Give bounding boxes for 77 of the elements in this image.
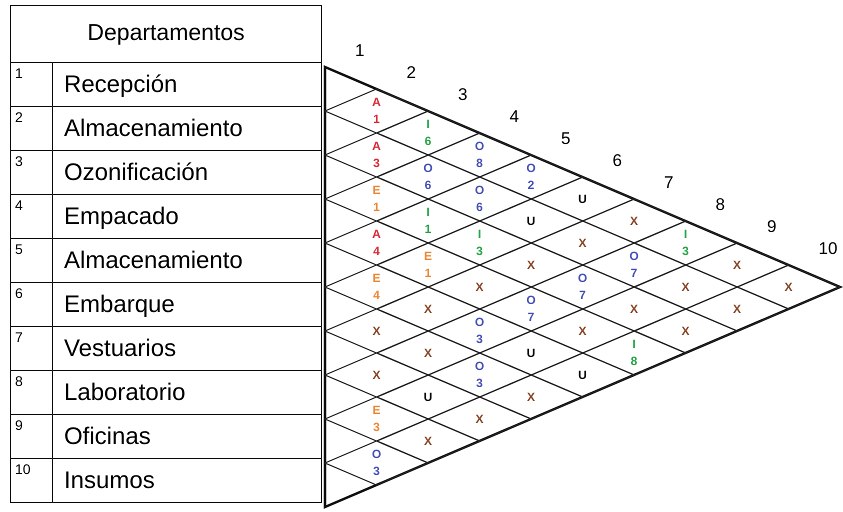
relationship-code: X xyxy=(422,432,433,450)
relationship-code: O 7 xyxy=(628,248,640,282)
column-number: 3 xyxy=(458,85,468,105)
relationship-code: X xyxy=(628,212,639,230)
relationship-code: E 1 xyxy=(422,248,433,282)
row-number: 2 xyxy=(15,109,23,125)
row-number: 10 xyxy=(15,461,31,477)
column-number: 4 xyxy=(510,107,519,127)
relationship-code: I 3 xyxy=(475,226,484,260)
column-number: 10 xyxy=(818,239,838,259)
row-number: 6 xyxy=(15,285,23,301)
relationship-code: E 3 xyxy=(371,402,382,436)
column-number: 2 xyxy=(406,63,416,83)
row-number: 4 xyxy=(15,197,23,213)
relationship-code: X xyxy=(371,322,382,340)
relationship-code: U xyxy=(577,366,588,384)
relationship-code: X xyxy=(371,366,382,384)
relationship-code: X xyxy=(680,278,690,296)
relationship-code: O 6 xyxy=(422,160,434,194)
relationship-code: U xyxy=(526,212,536,230)
relationship-code: O 7 xyxy=(525,292,537,326)
department-name: Almacenamiento xyxy=(64,115,243,143)
row-number: 5 xyxy=(15,241,23,257)
column-number: 1 xyxy=(355,41,364,61)
relationship-code: O 7 xyxy=(576,270,588,304)
department-name: Empacado xyxy=(64,203,179,231)
relationship-code: O 3 xyxy=(474,358,486,392)
relationship-code: X xyxy=(422,300,433,318)
department-name: Embarque xyxy=(64,291,175,319)
relationship-code: E 4 xyxy=(371,270,382,304)
relationship-code: U xyxy=(526,344,536,362)
relationship-code: X xyxy=(526,256,536,274)
department-name: Insumos xyxy=(64,467,155,495)
relationship-code: I 6 xyxy=(424,116,432,150)
relationship-code: X xyxy=(422,344,433,362)
row-number: 1 xyxy=(15,65,23,81)
department-name: Oficinas xyxy=(64,423,151,451)
relationship-code: A 4 xyxy=(371,226,382,260)
relationship-code: X xyxy=(680,322,690,340)
relationship-code: X xyxy=(577,234,588,252)
relationship-code: E 1 xyxy=(371,182,382,216)
relationship-code: O 8 xyxy=(474,138,486,172)
relationship-code: A 3 xyxy=(371,138,382,172)
row-number: 7 xyxy=(15,329,23,345)
relationship-code: I 1 xyxy=(424,204,432,238)
relationship-code: I 3 xyxy=(681,226,690,260)
relationship-code: X xyxy=(732,300,742,318)
relationship-code: X xyxy=(783,278,794,296)
department-name: Recepción xyxy=(64,71,178,99)
department-name: Ozonificación xyxy=(64,159,208,187)
column-number: 9 xyxy=(767,217,776,237)
relationship-code: O 3 xyxy=(370,446,382,480)
relationship-code: O 3 xyxy=(474,314,486,348)
department-name: Almacenamiento xyxy=(64,247,243,275)
relationship-code: X xyxy=(474,410,484,428)
relationship-code: X xyxy=(732,256,742,274)
relationship-code: X xyxy=(526,388,536,406)
row-number: 8 xyxy=(15,373,23,389)
department-name: Vestuarios xyxy=(64,335,176,363)
relationship-diamond xyxy=(325,89,428,133)
relationship-code: X xyxy=(628,300,639,318)
relationship-code: O 6 xyxy=(474,182,486,216)
row-number: 3 xyxy=(15,153,23,169)
column-number: 5 xyxy=(561,129,570,149)
relationship-code: U xyxy=(422,388,434,406)
relationship-code: A 1 xyxy=(371,94,382,128)
relationship-code: I 8 xyxy=(630,336,638,370)
column-number: 8 xyxy=(716,195,725,215)
relationship-code: U xyxy=(577,190,588,208)
table-header: Departamentos xyxy=(86,19,246,46)
column-number: 6 xyxy=(612,151,622,171)
row-number: 9 xyxy=(15,417,23,433)
relationship-code: X xyxy=(474,278,484,296)
relationship-code: X xyxy=(577,322,588,340)
relationship-code: O 2 xyxy=(525,160,537,194)
department-name: Laboratorio xyxy=(64,379,186,407)
column-number: 7 xyxy=(664,173,674,193)
